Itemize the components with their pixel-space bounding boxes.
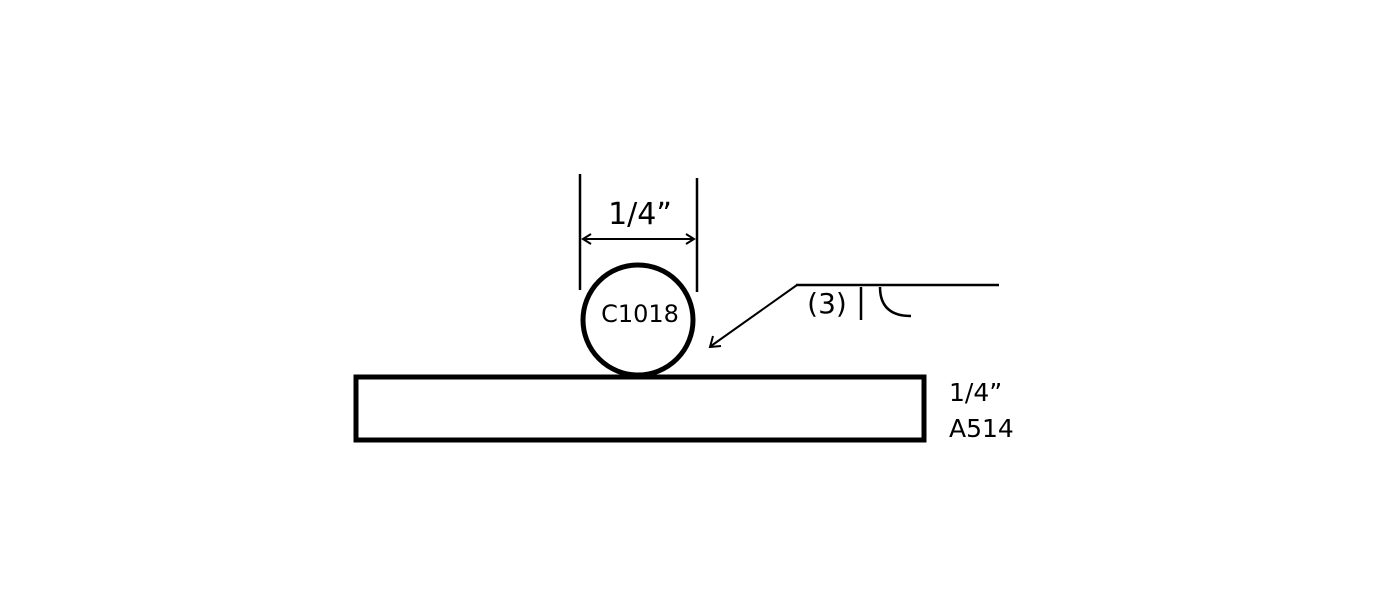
weld-leader-line — [710, 284, 798, 347]
weld-quantity-label: (3) — [807, 287, 847, 320]
plate-thickness-label: 1/4” — [949, 378, 1002, 407]
round-bar — [580, 262, 696, 378]
plate-material-label: A514 — [949, 414, 1014, 443]
base-plate — [353, 374, 927, 443]
dimension-arrow-right — [685, 233, 696, 245]
rod-material-label: C1018 — [601, 300, 679, 328]
rod-diameter-label: 1/4” — [608, 197, 672, 232]
dimension-arrow-left — [581, 233, 592, 245]
weld-leader-arrowhead — [708, 335, 722, 349]
flare-bevel-arc-icon — [878, 286, 912, 318]
